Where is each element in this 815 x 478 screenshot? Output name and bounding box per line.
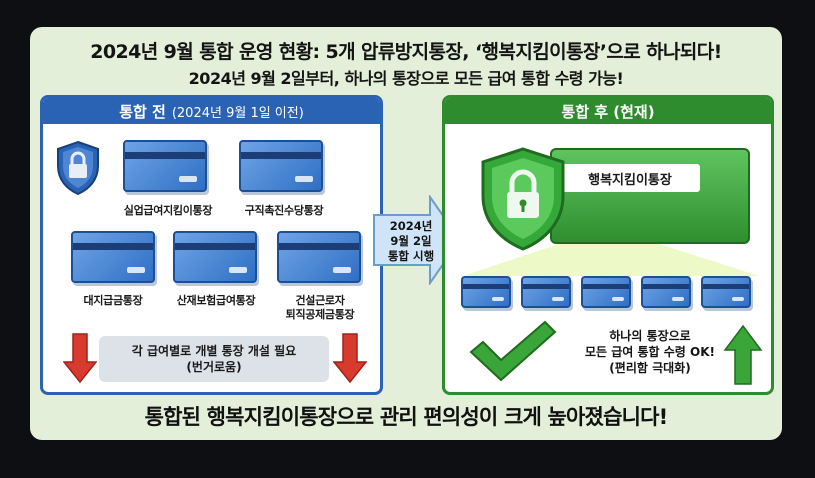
transition-line-1: 2024년 — [389, 219, 433, 233]
transition-line-3: 통합 시행 — [387, 248, 435, 263]
bank-card-icon — [581, 276, 631, 308]
infographic-card: 2024년 9월 통합 운영 현황: 5개 압류방지통장, ‘행복지킴이통장’으… — [30, 27, 782, 440]
bank-card-icon — [71, 231, 155, 283]
ok-line-2: 모든 급여 통합 수령 OK! — [584, 345, 715, 360]
after-panel-header: 통합 후 (현재) — [445, 98, 771, 124]
account-label-3: 대지급금통장 — [83, 294, 143, 307]
transition-label: 2024년 9월 2일 통합 시행 — [382, 219, 440, 264]
ok-line-3: (편리함 극대화) — [609, 361, 691, 376]
account-label-5b: 퇴직공제금통장 — [285, 308, 355, 321]
before-header-title: 통합 전 — [119, 102, 166, 121]
note-line-1: 각 급여별로 개별 통장 개설 필요 — [131, 343, 297, 358]
note-box: 각 급여별로 개별 통장 개설 필요 (번거로움) — [99, 336, 329, 382]
account-label-4: 산재보험급여통장 — [176, 294, 256, 307]
after-panel: 통합 후 (현재) 행복지킴이통장 하나의 통장으로 모든 급여 통합 수령 O… — [442, 95, 774, 395]
account-label-2: 구직촉진수당통장 — [244, 204, 324, 217]
before-panel: 통합 전 (2024년 9월 1일 이전) 실업급여지킴이통장 구직촉진수당통장… — [40, 95, 383, 395]
happy-account-card: 행복지킴이통장 — [550, 148, 750, 244]
light-beam — [463, 244, 759, 276]
before-header-date: (2024년 9월 1일 이전) — [171, 105, 304, 121]
bank-card-icon — [239, 140, 323, 192]
happy-account-label: 행복지킴이통장 — [560, 164, 700, 192]
green-up-arrow-icon — [723, 324, 763, 385]
bank-card-icon — [123, 140, 207, 192]
account-label-5a: 건설근로자 — [295, 294, 345, 307]
account-label-1: 실업급여지킴이통장 — [123, 204, 213, 217]
page-title: 2024년 9월 통합 운영 현황: 5개 압류방지통장, ‘행복지킴이통장’으… — [90, 41, 722, 63]
ok-line-1: 하나의 통장으로 — [609, 329, 691, 343]
page-subtitle: 2024년 9월 2일부터, 하나의 통장으로 모든 급여 통합 수령 가능! — [188, 69, 624, 88]
red-down-arrow-icon — [333, 333, 367, 384]
ok-message: 하나의 통장으로 모든 급여 통합 수령 OK! (편리함 극대화) — [575, 328, 725, 377]
bank-card-icon — [641, 276, 691, 308]
transition-line-2: 9월 2일 — [390, 233, 432, 248]
bank-card-icon — [701, 276, 751, 308]
red-down-arrow-icon — [63, 333, 97, 384]
checkmark-icon — [469, 320, 557, 382]
bank-card-icon — [173, 231, 257, 283]
bank-card-icon — [521, 276, 571, 308]
bank-card-icon — [461, 276, 511, 308]
footer-message: 통합된 행복지킴이통장으로 관리 편의성이 크게 높아졌습니다! — [144, 405, 669, 429]
shield-lock-icon — [481, 147, 565, 251]
shield-lock-icon — [57, 140, 99, 196]
note-line-2: (번거로움) — [186, 360, 242, 374]
before-panel-header: 통합 전 (2024년 9월 1일 이전) — [43, 98, 380, 124]
bank-card-icon — [277, 231, 361, 283]
